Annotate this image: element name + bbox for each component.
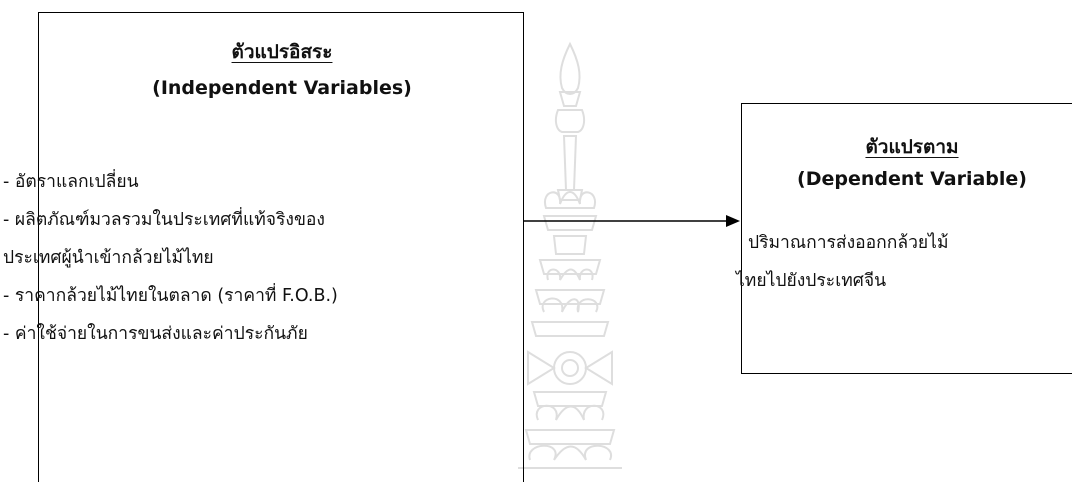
dependent-variable-item: ปริมาณการส่งออกกล้วยไม้: [748, 233, 949, 253]
independent-variable-item: - ราคากล้วยไม้ไทยในตลาด (ราคาที่ F.O.B.): [3, 286, 338, 306]
independent-variables-title: ตัวแปรอิสระ: [231, 41, 333, 63]
relationship-arrow: [524, 215, 740, 227]
arrow-head: [726, 215, 740, 227]
dependent-variable-item: ไทยไปยังประเทศจีน: [736, 271, 887, 291]
independent-variable-item: ประเทศผู้นำเข้ากล้วยไม้ไทย: [3, 248, 214, 268]
dependent-variable-box: ตัวแปรตาม (Dependent Variable) ปริมาณการ…: [736, 103, 1072, 374]
dependent-variable-title: ตัวแปรตาม: [865, 136, 959, 158]
independent-variables-subtitle: (Independent Variables): [152, 77, 412, 99]
dependent-variable-subtitle: (Dependent Variable): [797, 168, 1027, 190]
emblem-watermark: [518, 41, 622, 469]
independent-variables-box: ตัวแปรอิสระ (Independent Variables) - อั…: [3, 12, 524, 482]
independent-variable-item: - ผลิตภัณฑ์มวลรวมในประเทศที่แท้จริงของ: [3, 210, 325, 230]
independent-variable-item: - อัตราแลกเปลี่ยน: [3, 172, 139, 192]
independent-variable-item: - ค่าใช้จ่ายในการขนส่งและค่าประกันภัย: [3, 324, 308, 344]
